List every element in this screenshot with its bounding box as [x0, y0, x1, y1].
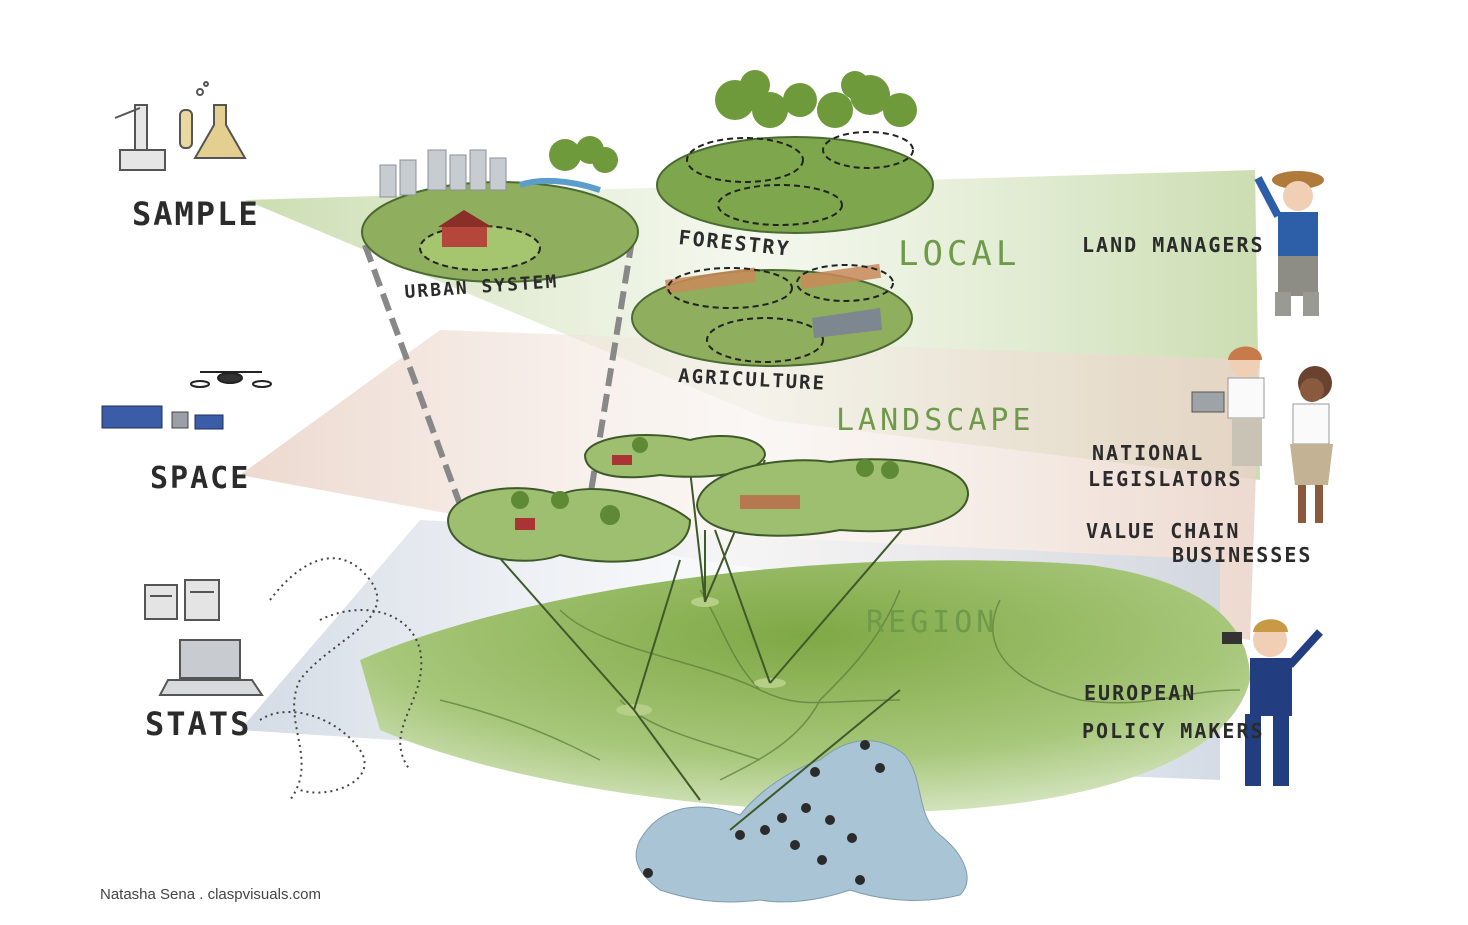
satellite-icon	[101, 405, 224, 430]
actor-label-value-line1: VALUE CHAIN	[1086, 519, 1240, 543]
method-label-sample: SAMPLE	[132, 195, 260, 233]
test-tube-icon	[179, 81, 209, 149]
method-label-stats: STATS	[145, 705, 251, 743]
agriculture-disk	[631, 263, 913, 367]
microscope-icon	[114, 104, 166, 171]
land-manager-figure	[1254, 171, 1324, 316]
actor-label-land-managers: LAND MANAGERS	[1082, 233, 1265, 257]
actor-label-value-line2: BUSINESSES	[1172, 543, 1312, 567]
scale-label-landscape: LANDSCAPE	[836, 403, 1035, 438]
flask-icon	[193, 104, 247, 159]
method-label-space: SPACE	[150, 461, 250, 496]
server-icon	[144, 579, 220, 621]
binary-data-stream	[259, 557, 423, 801]
scale-label-local: LOCAL	[898, 234, 1020, 274]
urban-drop-lines	[362, 239, 635, 512]
landscape-cluster-left	[446, 487, 692, 563]
legislator-figure-1	[1191, 346, 1265, 466]
region-land	[360, 560, 1250, 812]
actor-label-european-line2: POLICY MAKERS	[1082, 719, 1265, 743]
landscape-cluster-right	[695, 458, 970, 537]
landscape-cluster-details	[511, 437, 899, 530]
credit-text: Natasha Sena . claspvisuals.com	[100, 886, 321, 903]
actor-label-national-line2: LEGISLATORS	[1088, 467, 1242, 491]
drone-icon	[190, 371, 272, 388]
business-figure	[1290, 366, 1333, 523]
europe-map	[635, 740, 968, 903]
actor-label-national-line1: NATIONAL	[1092, 441, 1204, 465]
scale-label-region: REGION	[866, 605, 998, 640]
actor-label-european-line1: EUROPEAN	[1084, 681, 1196, 705]
europe-capital-dots	[643, 740, 885, 885]
landscape-cluster-top	[583, 434, 767, 479]
laptop-icon	[158, 639, 264, 696]
european-policy-maker-figure	[1222, 619, 1323, 786]
forestry-disk	[656, 70, 934, 234]
urban-system-disk	[361, 136, 639, 283]
